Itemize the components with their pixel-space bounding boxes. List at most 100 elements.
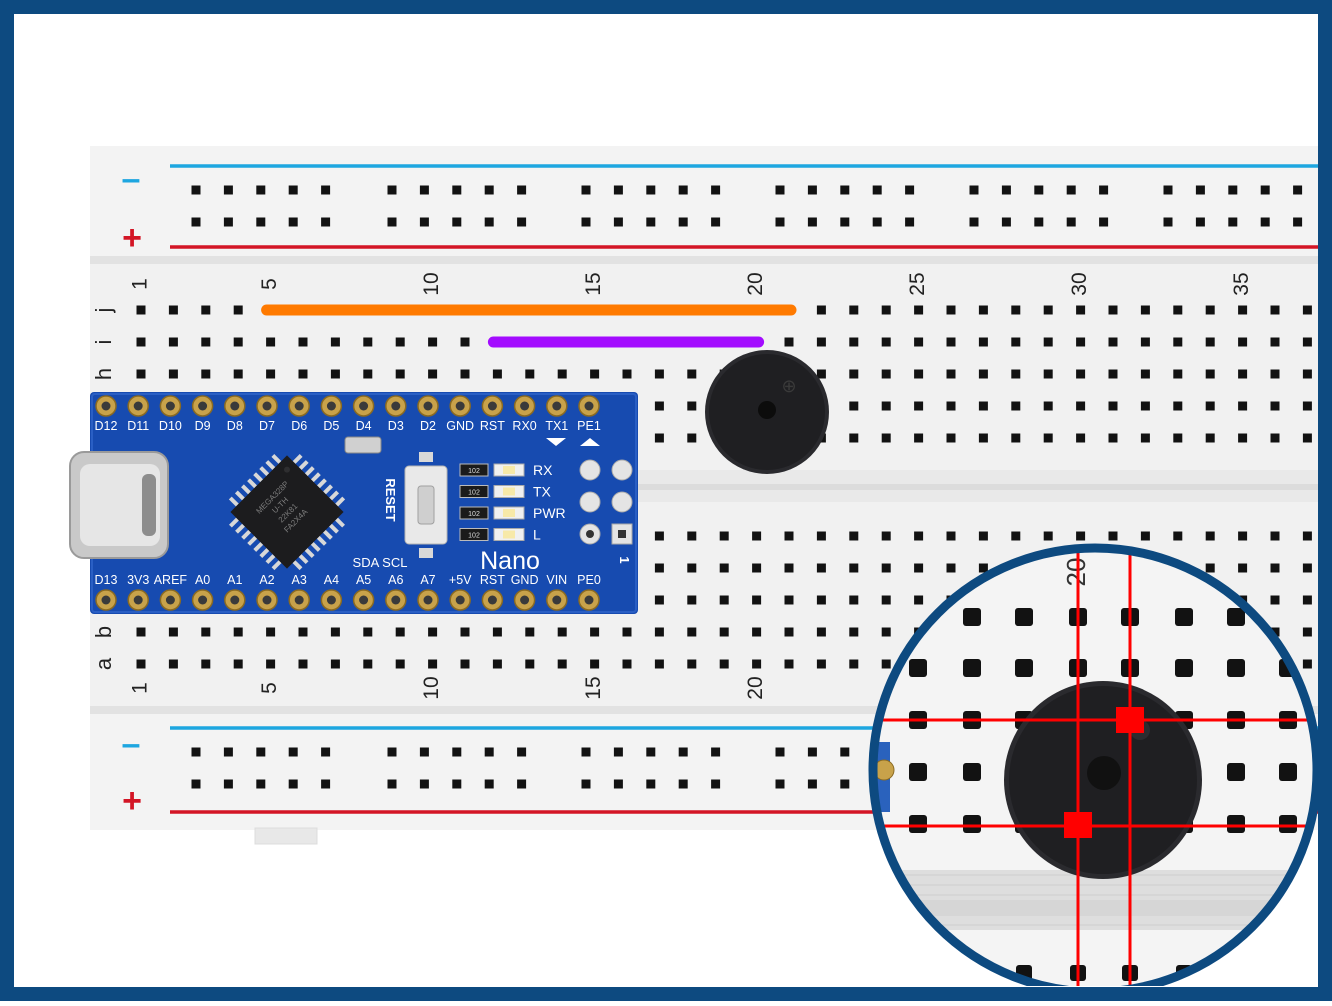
top-rail-hole [646, 185, 656, 195]
bottom-rail-hole [807, 747, 817, 757]
chip-pin [292, 560, 303, 571]
top-pin-label: D4 [356, 419, 372, 433]
bottom-rail-hole [452, 779, 462, 789]
top-pin-hole [165, 401, 175, 411]
top-pin-label: TX1 [545, 419, 568, 433]
top-rail-hole [256, 217, 266, 227]
hole-g-18 [687, 401, 697, 411]
usb-c-port [142, 474, 156, 536]
smd-led-lens [503, 530, 515, 539]
top-pin-hole [198, 401, 208, 411]
hole-f-36 [1270, 433, 1280, 443]
hole-i-23 [849, 337, 859, 347]
hole-h-26 [946, 369, 956, 379]
top-rail-hole [1034, 217, 1044, 227]
top-rail-hole [191, 185, 201, 195]
bottom-pin-label: 3V3 [127, 573, 149, 587]
mag-hole [909, 815, 927, 833]
top-rail-hole [1066, 217, 1076, 227]
top-rail-hole [223, 217, 233, 227]
led-label: PWR [533, 505, 566, 521]
hole-e-30 [1076, 531, 1086, 541]
top-rail-hole [191, 217, 201, 227]
top-rail-hole [613, 185, 623, 195]
top-rail-hole [517, 217, 527, 227]
top-rail-hole [1293, 217, 1303, 227]
hole-b-14 [557, 627, 567, 637]
hole-d-20 [752, 563, 762, 573]
hole-f-26 [946, 433, 956, 443]
top-rail-hole [321, 185, 331, 195]
chip-pin [298, 460, 309, 470]
hole-b-37 [1302, 627, 1312, 637]
hole-b-36 [1270, 627, 1280, 637]
hole-e-21 [784, 531, 794, 541]
top-rail-hole [678, 185, 688, 195]
hole-g-17 [654, 401, 664, 411]
top-rail-hole [807, 185, 817, 195]
hole-b-2 [168, 627, 178, 637]
chip-pin [298, 554, 309, 565]
mag-hole [1279, 763, 1297, 781]
i2c-label: SDA SCL [353, 555, 408, 570]
hole-a-9 [395, 659, 405, 669]
hole-f-25 [914, 433, 924, 443]
hole-i-26 [946, 337, 956, 347]
top-rail-hole [872, 217, 882, 227]
top-rail-hole [905, 185, 915, 195]
top-rail-hole [256, 185, 266, 195]
hole-g-33 [1173, 401, 1183, 411]
hole-f-34 [1205, 433, 1215, 443]
hole-i-22 [816, 337, 826, 347]
top-rail-hole [452, 185, 462, 195]
hole-c-19 [719, 595, 729, 605]
hole-j-34 [1205, 305, 1215, 315]
hole-d-22 [816, 563, 826, 573]
hole-e-37 [1302, 531, 1312, 541]
chip-pin [329, 523, 339, 534]
bottom-pin-hole [455, 595, 465, 605]
hole-b-21 [784, 627, 794, 637]
hole-i-29 [1043, 337, 1053, 347]
chip-pin [253, 472, 264, 483]
hole-d-23 [849, 563, 859, 573]
column-number-bottom: 5 [258, 682, 281, 694]
chip-pin [316, 478, 327, 489]
bottom-rail-hole [256, 779, 266, 789]
hole-i-21 [784, 337, 794, 347]
bottom-rail-hole [840, 747, 850, 757]
hole-h-34 [1205, 369, 1215, 379]
mag-board-channel-shadow [873, 900, 1317, 914]
top-rail-hole [223, 185, 233, 195]
nano-pcb [90, 392, 638, 614]
bottom-groove [90, 706, 1318, 714]
hole-h-14 [557, 369, 567, 379]
mag-hole [1175, 608, 1193, 626]
hole-h-31 [1108, 369, 1118, 379]
bottom-rail-hole [419, 747, 429, 757]
hole-j-29 [1043, 305, 1053, 315]
hole-f-30 [1076, 433, 1086, 443]
hole-a-19 [719, 659, 729, 669]
hole-g-27 [978, 401, 988, 411]
bottom-rail-hole [387, 779, 397, 789]
top-pin-label: D8 [227, 419, 243, 433]
hole-f-33 [1173, 433, 1183, 443]
hole-d-17 [654, 563, 664, 573]
hole-j-28 [1011, 305, 1021, 315]
top-pin-label: GND [446, 419, 474, 433]
column-number-top: 15 [582, 272, 605, 295]
hole-j-26 [946, 305, 956, 315]
bottom-pin-label: A3 [292, 573, 307, 587]
hole-b-19 [719, 627, 729, 637]
hole-j-36 [1270, 305, 1280, 315]
bottom-pin-label: A2 [259, 573, 274, 587]
chip-pin [241, 484, 251, 495]
bottom-rail-hole [840, 779, 850, 789]
bottom-rail-hole [581, 779, 591, 789]
hole-f-29 [1043, 433, 1053, 443]
hole-j-24 [881, 305, 891, 315]
top-pin-label: D10 [159, 419, 182, 433]
smd-led-lens [503, 466, 515, 474]
bottom-pin-hole [552, 595, 562, 605]
